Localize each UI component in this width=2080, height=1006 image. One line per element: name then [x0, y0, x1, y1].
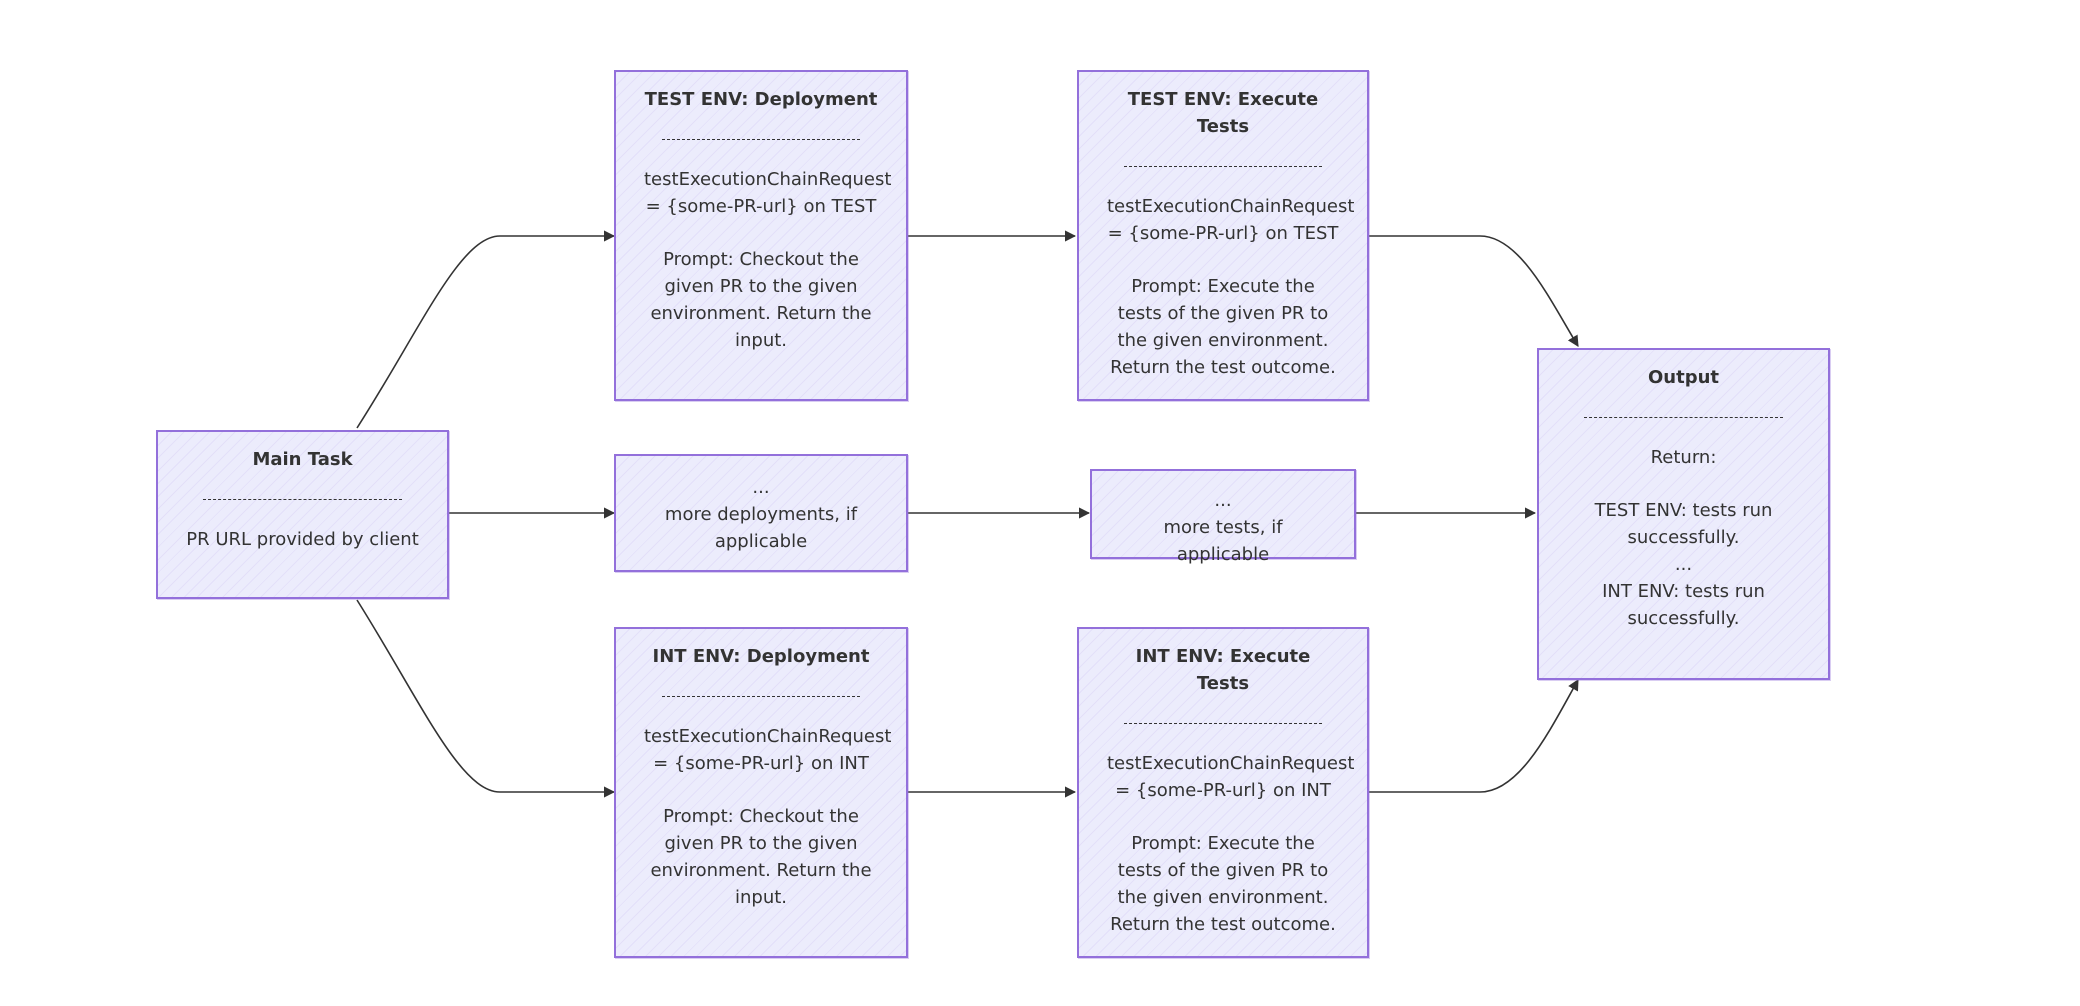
edge-int-tests-to-output	[1369, 679, 1579, 793]
output-int-result: INT ENV: tests run successfully.	[1602, 581, 1765, 629]
output-test-result: TEST ENV: tests run successfully.	[1594, 500, 1773, 548]
node-output: Output Return: TEST ENV: tests run succe…	[1537, 348, 1830, 680]
node-prompt: Prompt: Execute the tests of the given P…	[1110, 833, 1336, 935]
node-title: INT ENV: Deployment	[652, 646, 870, 667]
node-prompt: Prompt: Execute the tests of the given P…	[1110, 276, 1336, 378]
node-prompt: Prompt: Checkout the given PR to the giv…	[650, 806, 872, 908]
node-divider	[203, 499, 402, 500]
node-text: PR URL provided by client	[186, 529, 419, 550]
edge-main-to-int-deploy	[356, 599, 616, 798]
node-title: TEST ENV: Execute Tests	[1127, 89, 1319, 137]
node-divider	[661, 139, 861, 140]
edge-main-to-test-deploy	[356, 230, 616, 429]
node-request: testExecutionChainRequest = {some-PR-url…	[644, 169, 892, 217]
node-ellipsis: ...	[1214, 490, 1232, 511]
node-text: more deployments, if applicable	[664, 504, 858, 552]
node-request: testExecutionChainRequest = {some-PR-url…	[1107, 196, 1355, 244]
node-prompt: Prompt: Checkout the given PR to the giv…	[650, 249, 872, 351]
node-text: more tests, if applicable	[1163, 517, 1283, 565]
node-title: TEST ENV: Deployment	[644, 89, 878, 110]
node-request: testExecutionChainRequest = {some-PR-url…	[644, 726, 892, 774]
edge-test-tests-to-output	[1369, 235, 1579, 347]
node-test-deployment: TEST ENV: Deployment testExecutionChainR…	[614, 70, 908, 401]
node-title: Main Task	[252, 449, 353, 470]
node-divider	[1124, 723, 1322, 724]
node-test-execute-tests: TEST ENV: Execute Tests testExecutionCha…	[1077, 70, 1369, 401]
node-ellipsis: ...	[752, 477, 770, 498]
node-divider	[661, 696, 861, 697]
node-more-deployments: ... more deployments, if applicable	[614, 454, 908, 572]
output-return-label: Return:	[1650, 447, 1717, 468]
node-divider	[1124, 166, 1322, 167]
node-int-deployment: INT ENV: Deployment testExecutionChainRe…	[614, 627, 908, 958]
node-main-task: Main Task PR URL provided by client	[156, 430, 449, 599]
node-divider	[1584, 417, 1783, 418]
node-more-tests: ... more tests, if applicable	[1090, 469, 1356, 565]
node-request: testExecutionChainRequest = {some-PR-url…	[1107, 753, 1355, 801]
node-int-execute-tests: INT ENV: Execute Tests testExecutionChai…	[1077, 627, 1369, 958]
output-ellipsis: ...	[1674, 554, 1693, 575]
node-title: INT ENV: Execute Tests	[1135, 646, 1311, 694]
node-title: Output	[1647, 367, 1720, 388]
